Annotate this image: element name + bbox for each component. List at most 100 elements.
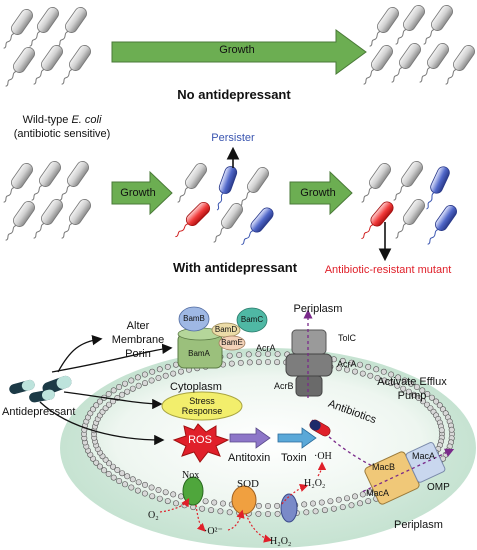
lipid-head	[330, 505, 337, 512]
lipid-head	[255, 359, 262, 366]
lipid-head	[433, 398, 440, 405]
bamd-label: BamD	[214, 325, 238, 334]
lipid-head	[93, 402, 100, 409]
lipid-head	[181, 502, 188, 509]
lipid-head	[264, 502, 271, 509]
lipid-head	[255, 502, 262, 509]
cytoplasm-label: Cytoplasm	[170, 381, 222, 393]
maca-top-label: MacA	[412, 451, 436, 461]
lipid-head	[359, 491, 366, 498]
lipid-head	[274, 502, 281, 509]
lipid-head	[170, 491, 177, 498]
lipid-head	[124, 388, 131, 395]
macab-pump	[362, 442, 455, 505]
lipid-head	[309, 500, 316, 507]
mixed-bacteria-cluster	[170, 160, 277, 249]
lipid-head	[448, 426, 455, 433]
lipid-head	[96, 463, 103, 470]
stress-response-node	[161, 391, 243, 421]
lipid-head	[410, 391, 417, 398]
growth-arrow-top	[111, 29, 367, 75]
lipid-head	[374, 374, 381, 381]
wildtype-bacteria-cluster	[0, 4, 94, 91]
o2-label: O₂	[148, 510, 159, 521]
lipid-head	[339, 357, 346, 364]
membrane-channel	[280, 493, 298, 523]
mutant-label: Antibiotic-resistant mutant	[324, 264, 452, 276]
lipid-head	[348, 502, 355, 509]
lipid-head	[301, 501, 308, 508]
arrow-to-bam	[51, 343, 173, 373]
acrab-tolc-pump	[285, 309, 333, 398]
stress-response-line-1: Stress	[189, 396, 215, 406]
lipid-head	[415, 394, 422, 401]
bama-label: BamA	[188, 349, 210, 358]
lipid-head	[274, 359, 281, 366]
lipid-head	[149, 493, 156, 500]
lipid-head	[128, 484, 135, 491]
h2o2-inner-label: H₂O₂	[304, 478, 326, 489]
lipid-head	[211, 499, 218, 506]
lipid-head	[114, 466, 121, 473]
lipid-head	[343, 495, 350, 502]
lipid-head	[155, 486, 162, 493]
lipid-head	[264, 358, 271, 365]
lipid-head	[387, 380, 394, 387]
lipid-head	[134, 487, 141, 494]
lipid-head	[274, 510, 281, 517]
grown-bacteria-cluster	[358, 2, 477, 89]
lipid-head	[394, 382, 401, 389]
acra-right-label: AcrA	[337, 359, 357, 369]
lipid-head	[93, 459, 100, 466]
omp-label: OMP	[427, 482, 450, 493]
wildtype-label-prefix: Wild-type	[22, 114, 72, 126]
activate-efflux-line-2: Pump	[397, 389, 427, 402]
growth-label-top: Growth	[219, 44, 255, 56]
ros-burst	[172, 423, 230, 463]
lipid-head	[173, 500, 180, 507]
lipid-head	[101, 467, 108, 474]
lipid-head	[264, 350, 271, 357]
lipid-head	[178, 368, 185, 375]
lipid-head	[413, 383, 420, 390]
lipid-head	[105, 470, 112, 477]
lipid-head	[321, 507, 328, 514]
resistant-bacteria-cluster	[356, 158, 460, 249]
persister-label: Persister	[211, 132, 255, 144]
bame-label: BamE	[221, 338, 243, 347]
maca-bottom-label: MacA	[366, 488, 390, 498]
lipid-head	[365, 363, 372, 370]
bamb-label: BamB	[183, 314, 205, 323]
lipid-head	[359, 370, 366, 377]
lipid-head	[318, 499, 325, 506]
acra-left-label: AcrA	[256, 343, 276, 353]
lipid-head	[348, 359, 355, 366]
stress-response-line-2: Response	[181, 405, 223, 416]
lipid-head	[438, 427, 445, 434]
bam-complex	[177, 306, 268, 369]
h2o2-outer-label: H₂O₂	[270, 536, 292, 547]
arrow-to-ros	[39, 401, 165, 446]
lipid-head	[226, 352, 233, 359]
growth-label-middle-2: Growth	[300, 187, 336, 199]
lipid-head	[119, 391, 126, 398]
sod-label: SOD	[237, 478, 260, 490]
lipid-head	[220, 500, 227, 507]
lipid-head	[365, 498, 372, 505]
lipid-head	[148, 377, 155, 384]
lipid-head	[162, 489, 169, 496]
lipid-head	[356, 500, 363, 507]
lipid-head	[327, 498, 334, 505]
lipid-head	[228, 360, 235, 367]
ros-reaction-arrows	[159, 461, 327, 543]
toxin-arrow	[277, 427, 317, 449]
lipid-head	[400, 385, 407, 392]
lipid-head	[96, 398, 103, 405]
lipid-head	[419, 387, 426, 394]
wildtype-label: Wild-type E. coli	[23, 114, 102, 126]
superoxide-label: ·O²⁻	[204, 526, 223, 537]
lipid-head	[110, 463, 117, 470]
lipid-head	[255, 510, 262, 517]
lipid-head	[236, 351, 243, 358]
lipid-head	[419, 398, 426, 405]
